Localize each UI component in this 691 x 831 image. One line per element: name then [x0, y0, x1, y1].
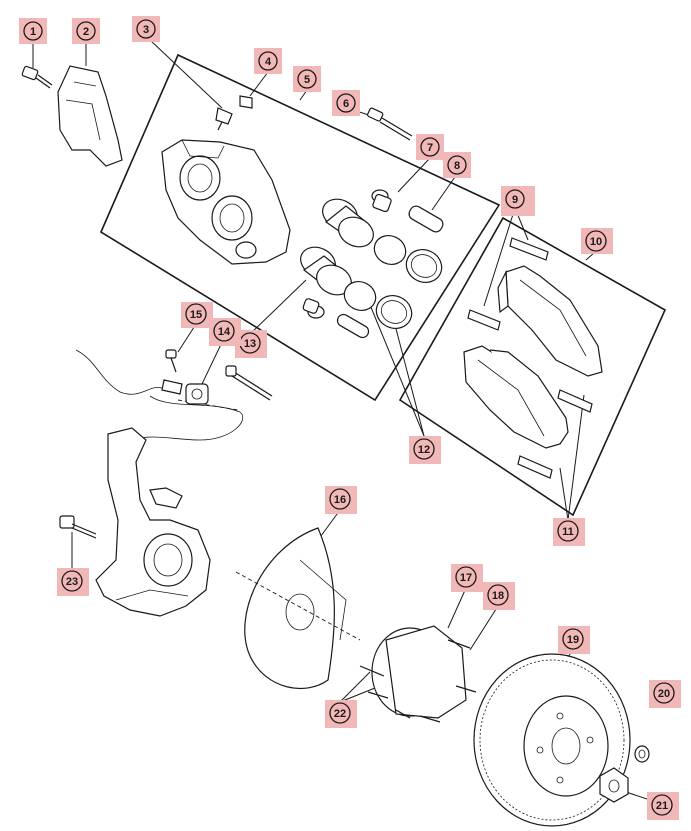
callout-11: 11 [553, 518, 585, 546]
callout-22: 22 [325, 700, 357, 728]
callout-20: 20 [649, 680, 681, 708]
callout-21: 21 [647, 792, 679, 820]
callout-19-label: 19 [567, 634, 579, 646]
callout-12: 12 [409, 436, 441, 464]
callout-17-label: 17 [460, 572, 472, 584]
callout-1-label: 1 [30, 26, 36, 38]
brake-pads [463, 265, 603, 449]
callout-10-label: 10 [590, 236, 602, 248]
callout-19: 19 [558, 626, 590, 654]
caliper-anchor-bracket [57, 65, 123, 167]
callout-13-label: 13 [244, 338, 256, 350]
callout-11-label: 11 [562, 526, 574, 538]
caliper-guide-pin [371, 189, 392, 213]
callout-8-label: 8 [454, 160, 460, 172]
hub-bearing-assembly [371, 625, 467, 719]
bleeder-screw [215, 107, 233, 131]
washer [634, 745, 650, 763]
guide-pin-bolt [367, 107, 413, 141]
callout-17: 17 [451, 564, 483, 592]
callout-20-label: 20 [658, 688, 670, 700]
caliper-mount-bolt [225, 365, 273, 401]
piston-seals [343, 235, 443, 329]
callout-3: 3 [132, 16, 160, 42]
callout-1: 1 [19, 18, 47, 44]
callout-4: 4 [254, 48, 282, 74]
callout-7: 7 [416, 134, 444, 160]
callout-18: 18 [483, 582, 515, 610]
hub-bolts [359, 665, 389, 699]
guide-pin-sleeve [408, 205, 444, 233]
callout-15: 15 [181, 302, 213, 328]
callout-5: 5 [293, 66, 321, 92]
brake-rotor [473, 653, 631, 827]
caliper-housing [161, 139, 291, 265]
sensor-bracket-bolt [165, 349, 177, 373]
steering-knuckle [95, 427, 211, 617]
pad-abutment-clips [467, 237, 549, 331]
sensor-bracket [161, 379, 209, 405]
callout-5-label: 5 [304, 74, 310, 86]
callout-9: 9 [501, 186, 535, 216]
caliper-bolt [21, 65, 53, 89]
callout-2: 2 [72, 18, 100, 44]
wheel-studs [395, 639, 477, 723]
callout-23: 23 [57, 568, 89, 596]
callout-16: 16 [325, 486, 357, 514]
pad-kit-box [398, 216, 667, 517]
callout-2-label: 2 [83, 26, 89, 38]
callout-14: 14 [209, 318, 241, 346]
callout-15-label: 15 [190, 309, 202, 321]
callout-6-label: 6 [343, 98, 349, 110]
callout-10: 10 [581, 228, 613, 254]
callout-21-label: 21 [656, 800, 668, 812]
callout-16-label: 16 [334, 494, 346, 506]
callout-7-label: 7 [427, 142, 433, 154]
pad-wear-clips [517, 389, 593, 479]
lower-guide-pin [302, 298, 370, 339]
bleeder-cap [239, 95, 253, 109]
callout-markers: 1 2 3 4 5 6 7 [19, 16, 681, 820]
callout-23-label: 23 [66, 576, 78, 588]
knuckle-bolt [59, 515, 97, 539]
callout-4-label: 4 [265, 56, 272, 68]
callout-22-label: 22 [334, 708, 346, 720]
hub-nut [599, 767, 629, 803]
callout-9-label: 9 [512, 194, 518, 206]
wheel-speed-sensor-wire [75, 349, 244, 447]
caliper-pistons [300, 198, 374, 296]
splash-shield [235, 527, 361, 690]
callout-8: 8 [443, 152, 471, 178]
callout-12-label: 12 [418, 444, 430, 456]
callout-3-label: 3 [143, 24, 149, 36]
caliper-kit-box [99, 53, 501, 402]
callout-6: 6 [332, 90, 360, 116]
callout-14-label: 14 [218, 326, 231, 338]
callout-18-label: 18 [492, 590, 504, 602]
